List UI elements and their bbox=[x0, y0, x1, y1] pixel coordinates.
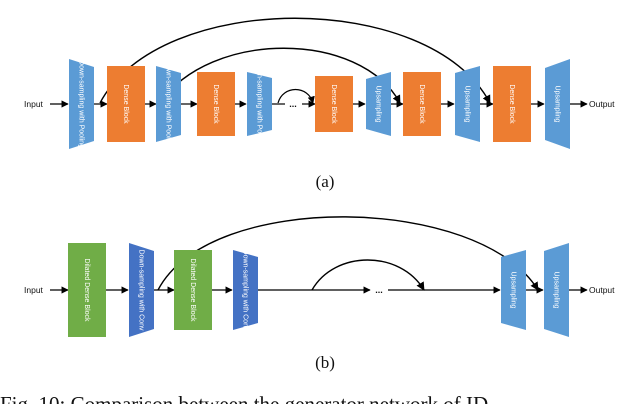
ellipsis-a: ... bbox=[289, 99, 297, 109]
input-label-a: Input bbox=[24, 99, 44, 109]
block-a-dense3-label: Dense Block bbox=[330, 84, 337, 124]
block-b-dil2 bbox=[174, 250, 212, 330]
block-a-ds3-label: Down-sampling with Pooling bbox=[256, 60, 263, 148]
output-label-b: Output bbox=[589, 285, 615, 295]
block-a-dense4 bbox=[403, 72, 441, 136]
block-a-ds1 bbox=[69, 59, 94, 149]
input-label-b: Input bbox=[24, 285, 44, 295]
block-b-us2-label: Upsampling bbox=[553, 272, 560, 309]
block-b-us2 bbox=[544, 243, 569, 337]
figure-caption: Fig. 10: Comparison between the generato… bbox=[0, 392, 488, 404]
block-a-us3-label: Upsampling bbox=[554, 86, 561, 123]
block-a-ds1-label: Down-sampling with Pooling bbox=[78, 60, 85, 148]
block-a-ds2-label: Down-sampling with Pooling bbox=[165, 60, 172, 148]
block-a-dense4-label: Dense Block bbox=[418, 84, 425, 124]
subcaption-b: (b) bbox=[315, 353, 335, 372]
skip-connection-b-outer bbox=[157, 216, 539, 291]
block-a-dense2 bbox=[197, 72, 235, 136]
block-a-ds2 bbox=[156, 66, 181, 142]
diagram-b: Dilated Dense Block Down-sampling with C… bbox=[24, 216, 615, 372]
block-b-us1 bbox=[501, 250, 526, 330]
block-b-ds1-label: Down-sampling with Conv bbox=[138, 250, 145, 331]
block-a-dense5 bbox=[493, 66, 531, 142]
skip-connection-a-middle bbox=[159, 47, 401, 104]
block-b-dil2-label: Dilated Dense Block bbox=[189, 258, 196, 322]
block-b-dil1-label: Dilated Dense Block bbox=[83, 258, 90, 322]
block-a-dense3 bbox=[315, 76, 353, 132]
block-a-us2 bbox=[455, 66, 480, 142]
block-a-dense5-label: Dense Block bbox=[508, 84, 515, 124]
block-b-ds1 bbox=[129, 243, 154, 337]
block-a-us3 bbox=[545, 59, 570, 149]
block-b-us1-label: Upsampling bbox=[510, 272, 517, 309]
block-a-dense1-label: Dense Block bbox=[122, 84, 129, 124]
block-a-us1-label: Upsampling bbox=[375, 86, 382, 123]
subcaption-a: (a) bbox=[316, 172, 335, 191]
block-a-dense1 bbox=[107, 66, 145, 142]
block-b-ds2-label: Down-sampling with Conv bbox=[242, 250, 249, 331]
output-label-a: Output bbox=[589, 99, 615, 109]
block-b-ds2 bbox=[233, 250, 258, 330]
skip-connection-a-outer bbox=[99, 17, 491, 104]
ellipsis-b: ... bbox=[375, 285, 383, 295]
block-a-us1 bbox=[366, 72, 391, 136]
block-b-dil1 bbox=[68, 243, 106, 337]
block-a-ds3 bbox=[247, 72, 272, 136]
skip-connection-b-inner bbox=[311, 259, 425, 291]
diagram-a: Down-sampling with Pooling Dense Block D… bbox=[24, 17, 615, 191]
block-a-us2-label: Upsampling bbox=[464, 86, 471, 123]
block-a-dense2-label: Dense Block bbox=[212, 84, 219, 124]
skip-connection-a-inner bbox=[277, 88, 315, 104]
